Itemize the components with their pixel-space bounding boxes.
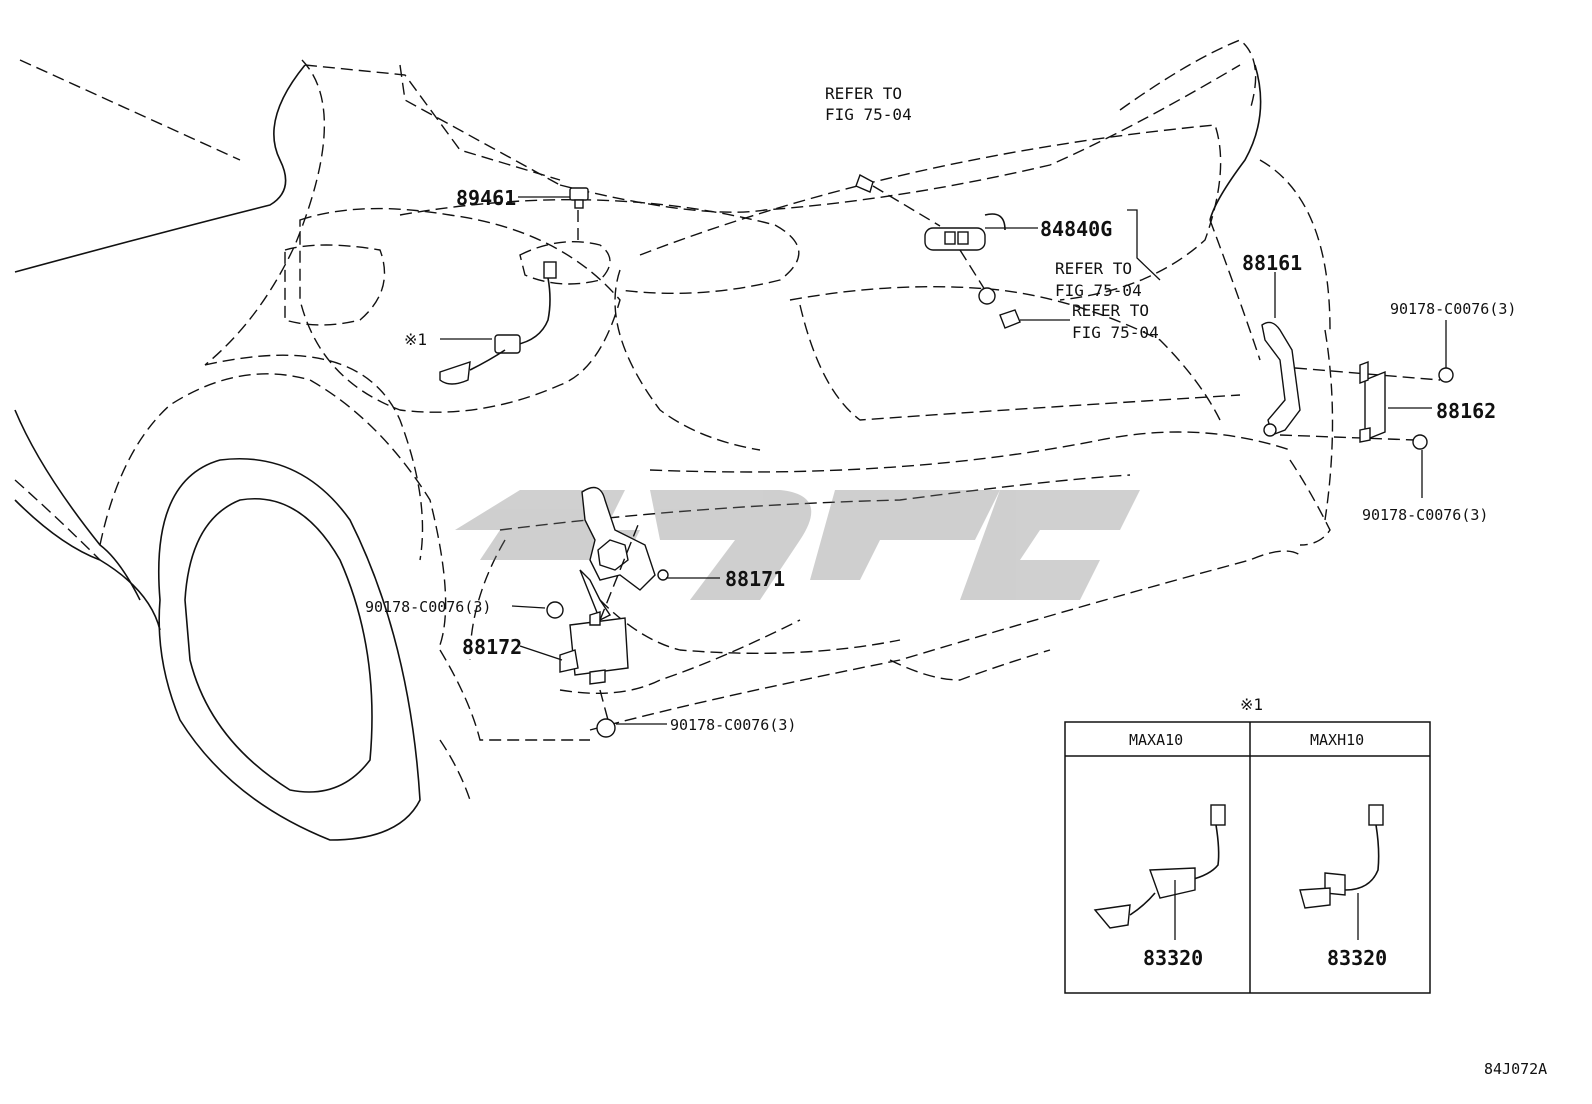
refer-note-3-line1: REFER TO (1072, 301, 1149, 320)
harness-maxa10[interactable] (1093, 804, 1226, 940)
refer-note-1-line2: FIG 75-04 (825, 105, 912, 124)
refer-note-2-line1: REFER TO (1055, 259, 1132, 278)
refer-note-3-line2: FIG 75-04 (1072, 323, 1159, 342)
label-note-ref: ※1 (404, 330, 427, 349)
label-88172: 88172 (462, 635, 522, 659)
label-89461: 89461 (456, 186, 516, 210)
clip-r-icon (1412, 434, 1428, 450)
refer-note-1-line1: REFER TO (825, 84, 902, 103)
car-body-outline (14, 39, 1334, 841)
label-clip-l: 90178-C0076(3) (365, 598, 491, 616)
label-clip-b: 90178-C0076(3) (670, 716, 796, 734)
label-clip-tr: 90178-C0076(3) (1390, 300, 1516, 318)
bracket-88161[interactable] (1261, 321, 1441, 441)
inset-col-maxa10: MAXA10 (1129, 731, 1183, 749)
label-84840g: 84840G (1040, 217, 1112, 241)
watermark (455, 490, 1140, 600)
clip-b-icon (596, 718, 616, 738)
harness-maxh10[interactable] (1299, 804, 1384, 940)
leader-lines (440, 196, 1447, 725)
figure-code: 84J072A (1484, 1060, 1547, 1078)
variant-inset: ※1 MAXA10 MAXH10 83320 83320 (1064, 695, 1431, 994)
module-88172[interactable] (559, 519, 641, 738)
module-88162[interactable] (1359, 360, 1454, 450)
label-88162: 88162 (1436, 399, 1496, 423)
inset-part-maxa10: 83320 (1143, 946, 1203, 970)
label-clip-r: 90178-C0076(3) (1362, 506, 1488, 524)
inset-part-maxh10: 83320 (1327, 946, 1387, 970)
switch-84840g[interactable] (855, 173, 1021, 329)
bracket-88171[interactable] (546, 486, 669, 621)
connector-89461[interactable] (439, 187, 589, 385)
clip-tr-icon (1438, 367, 1454, 383)
refer-note-2-line2: FIG 75-04 (1055, 281, 1142, 300)
inset-marker: ※1 (1240, 695, 1263, 714)
label-88161: 88161 (1242, 251, 1302, 275)
label-88171: 88171 (725, 567, 785, 591)
inset-col-maxh10: MAXH10 (1310, 731, 1364, 749)
clip-l-icon (546, 601, 564, 619)
